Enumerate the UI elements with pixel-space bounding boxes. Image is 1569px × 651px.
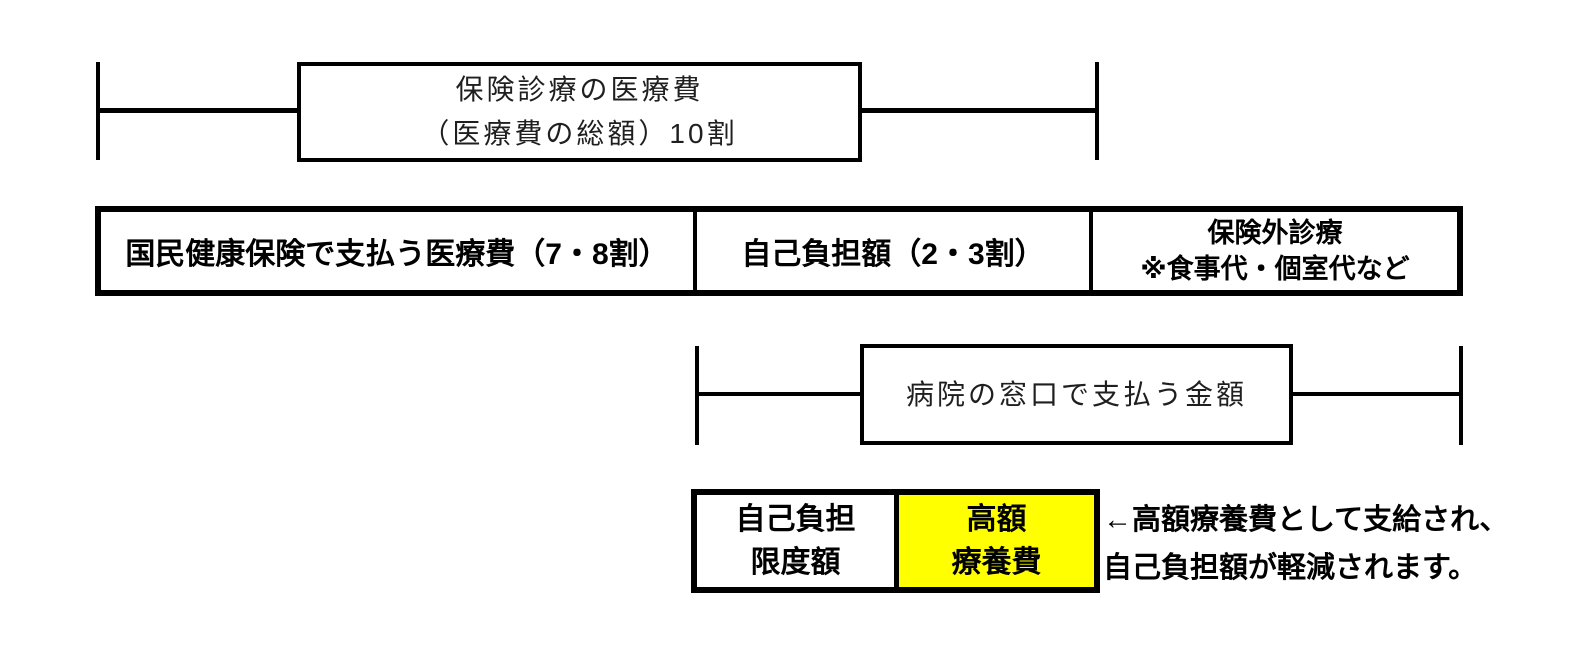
top-bracket-left-tick bbox=[96, 62, 100, 160]
cell-self-pay-limit-line1: 自己負担 bbox=[735, 503, 856, 536]
top-bracket-label-line2: （医療費の総額）10割 bbox=[421, 118, 738, 149]
benefit-annotation: ←高額療養費として支給され、 自己負担額が軽減されます。 bbox=[1103, 496, 1508, 592]
benefit-annotation-line2: 自己負担額が軽減されます。 bbox=[1103, 552, 1478, 584]
cost-breakdown-table: 国民健康保険で支払う医療費（7・8割） 自己負担額（2・3割） 保険外診療 ※食… bbox=[95, 206, 1463, 296]
cell-self-pay: 自己負担額（2・3割） bbox=[697, 212, 1093, 290]
cell-non-insured-line1: 保険外診療 bbox=[1207, 218, 1343, 248]
cell-insurance-paid-label: 国民健康保険で支払う医療費（7・8割） bbox=[125, 238, 669, 271]
window-bracket-left-tick bbox=[695, 346, 699, 445]
benefit-annotation-line1: ←高額療養費として支給され、 bbox=[1103, 504, 1509, 536]
top-bracket-right-line bbox=[862, 108, 1095, 113]
window-bracket-right-line bbox=[1293, 392, 1460, 396]
top-bracket-right-tick bbox=[1095, 62, 1099, 160]
top-bracket-label-box: 保険診療の医療費 （医療費の総額）10割 bbox=[297, 62, 862, 162]
cell-high-cost-benefit-line2: 療養費 bbox=[951, 546, 1042, 579]
limit-benefit-table: 自己負担 限度額 高額 療養費 bbox=[691, 489, 1100, 593]
window-bracket-label: 病院の窓口で支払う金額 bbox=[905, 378, 1247, 410]
top-bracket-left-line bbox=[100, 108, 297, 113]
cell-insurance-paid: 国民健康保険で支払う医療費（7・8割） bbox=[101, 212, 697, 290]
cell-high-cost-benefit: 高額 療養費 bbox=[899, 495, 1094, 587]
window-bracket-right-tick bbox=[1459, 346, 1463, 445]
top-bracket-label-line1: 保険診療の医療費 bbox=[455, 74, 704, 105]
cell-self-pay-label: 自己負担額（2・3割） bbox=[741, 238, 1045, 271]
cell-self-pay-limit: 自己負担 限度額 bbox=[697, 495, 899, 587]
cell-self-pay-limit-line2: 限度額 bbox=[750, 546, 841, 579]
cell-non-insured-line2: ※食事代・個室代など bbox=[1140, 254, 1410, 284]
cell-non-insured: 保険外診療 ※食事代・個室代など bbox=[1093, 212, 1457, 290]
window-bracket-left-line bbox=[699, 392, 860, 396]
cell-high-cost-benefit-line1: 高額 bbox=[966, 503, 1027, 536]
window-bracket-label-box: 病院の窓口で支払う金額 bbox=[860, 344, 1293, 445]
